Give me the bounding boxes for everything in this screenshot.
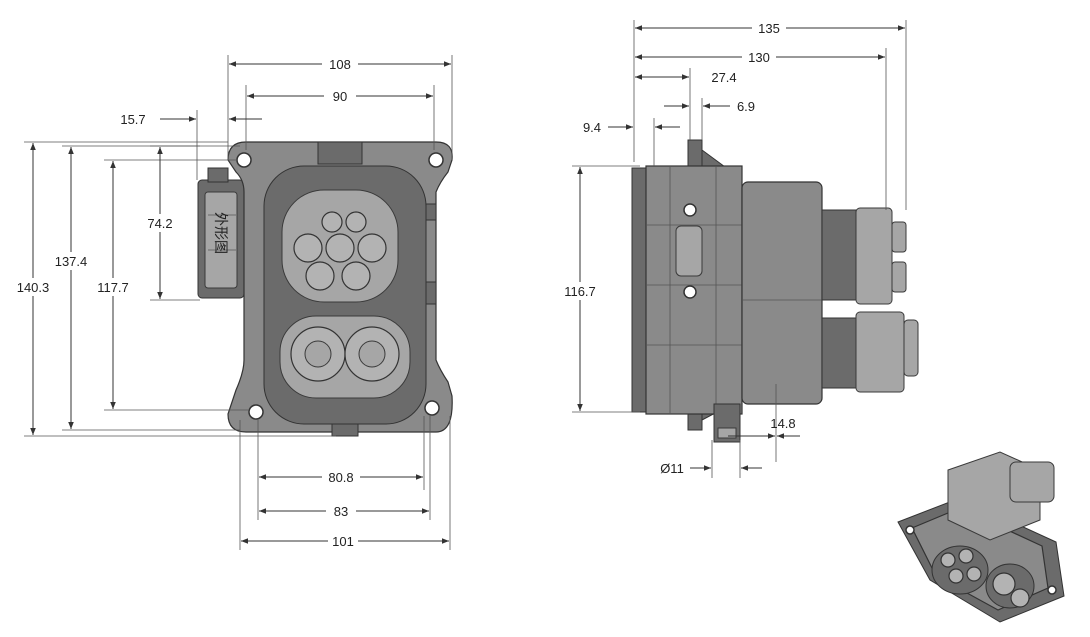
dim-108: 108 [329, 57, 351, 72]
side-cylinder [741, 181, 823, 405]
dim-14-8: 14.8 [770, 416, 795, 431]
mount-hole-tl [236, 152, 252, 168]
dim-135: 135 [758, 21, 780, 36]
mount-hole-tr [428, 152, 444, 168]
dim-117-7: 117.7 [97, 280, 129, 295]
side-connector-label: 外形图 [213, 212, 229, 254]
ac-socket [281, 189, 399, 303]
dim-6-9: 6.9 [737, 99, 755, 114]
dim-83: 83 [334, 504, 348, 519]
front-view: 外形图 [14, 55, 453, 550]
dim-116-7: 116.7 [564, 284, 596, 299]
dim-74-2: 74.2 [147, 216, 172, 231]
dim-27-4: 27.4 [711, 70, 736, 85]
dc-socket [279, 315, 411, 399]
bottom-latch [331, 423, 359, 437]
dim-15-7: 15.7 [120, 112, 145, 127]
dim-140-3: 140.3 [17, 280, 50, 295]
dim-80-8: 80.8 [328, 470, 353, 485]
dim-90: 90 [333, 89, 347, 104]
dim-137-4: 137.4 [55, 254, 88, 269]
isometric-view [897, 451, 1065, 623]
dim-101: 101 [332, 534, 354, 549]
mount-hole-bl [248, 404, 264, 420]
dim-9-4: 9.4 [583, 120, 601, 135]
side-connector: 外形图 [197, 167, 245, 299]
top-tab [317, 141, 363, 165]
dim-130: 130 [748, 50, 770, 65]
side-view: 135 130 27.4 6.9 9.4 116.7 Ø11 14.8 [561, 19, 919, 478]
mount-hole-br [424, 400, 440, 416]
side-front-connectors [821, 207, 919, 393]
dim-diameter-11: Ø11 [660, 461, 684, 476]
